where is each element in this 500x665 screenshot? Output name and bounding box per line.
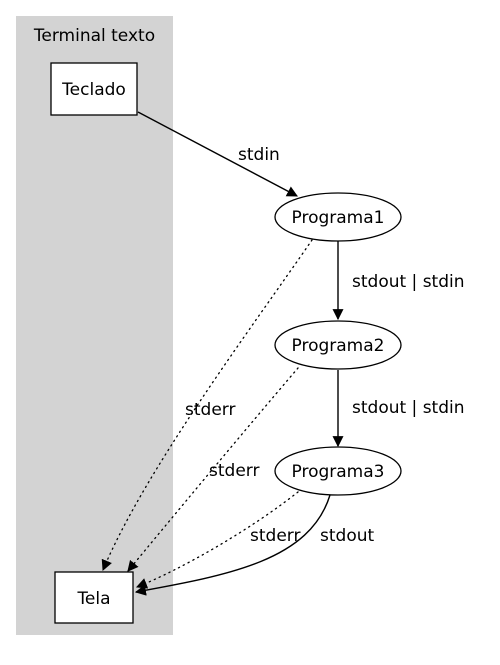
node-programa1: Programa1 [274,192,402,242]
node-teclado: Teclado [50,62,138,116]
node-teclado-box [50,62,138,116]
cluster-background [16,16,173,635]
node-tela-box [54,571,134,624]
node-programa1-label: Programa1 [292,208,385,228]
edge-label-stderr-2: stderr [209,461,259,481]
node-programa1-ellipse [274,192,402,242]
node-programa3: Programa3 [274,446,402,496]
cluster-terminal-texto: Terminal texto [16,16,173,635]
node-programa2: Programa2 [274,320,402,370]
node-programa3-ellipse [274,446,402,496]
edge-label-stdout-stdin-2: stdout | stdin [352,398,465,418]
edge-label-stdout-stdin-1: stdout | stdin [352,272,465,292]
node-programa3-label: Programa3 [292,462,385,482]
node-tela-label: Tela [76,589,110,609]
edge-label-stdin: stdin [238,145,280,165]
edge-label-stdout: stdout [320,526,374,546]
edge-programa2-tela-stderr [127,367,299,572]
node-teclado-label: Teclado [61,80,126,100]
edge-label-stderr-1: stderr [185,400,235,420]
edge-teclado-programa1 [137,111,298,197]
edge-programa3-tela-stderr [135,491,299,589]
cluster-label: Terminal texto [33,26,155,46]
edge-programa3-tela-stdout [134,494,331,596]
node-tela: Tela [54,571,134,624]
edge-label-stderr-3: stderr [250,526,300,546]
node-programa2-ellipse [274,320,402,370]
node-programa2-label: Programa2 [292,336,385,356]
